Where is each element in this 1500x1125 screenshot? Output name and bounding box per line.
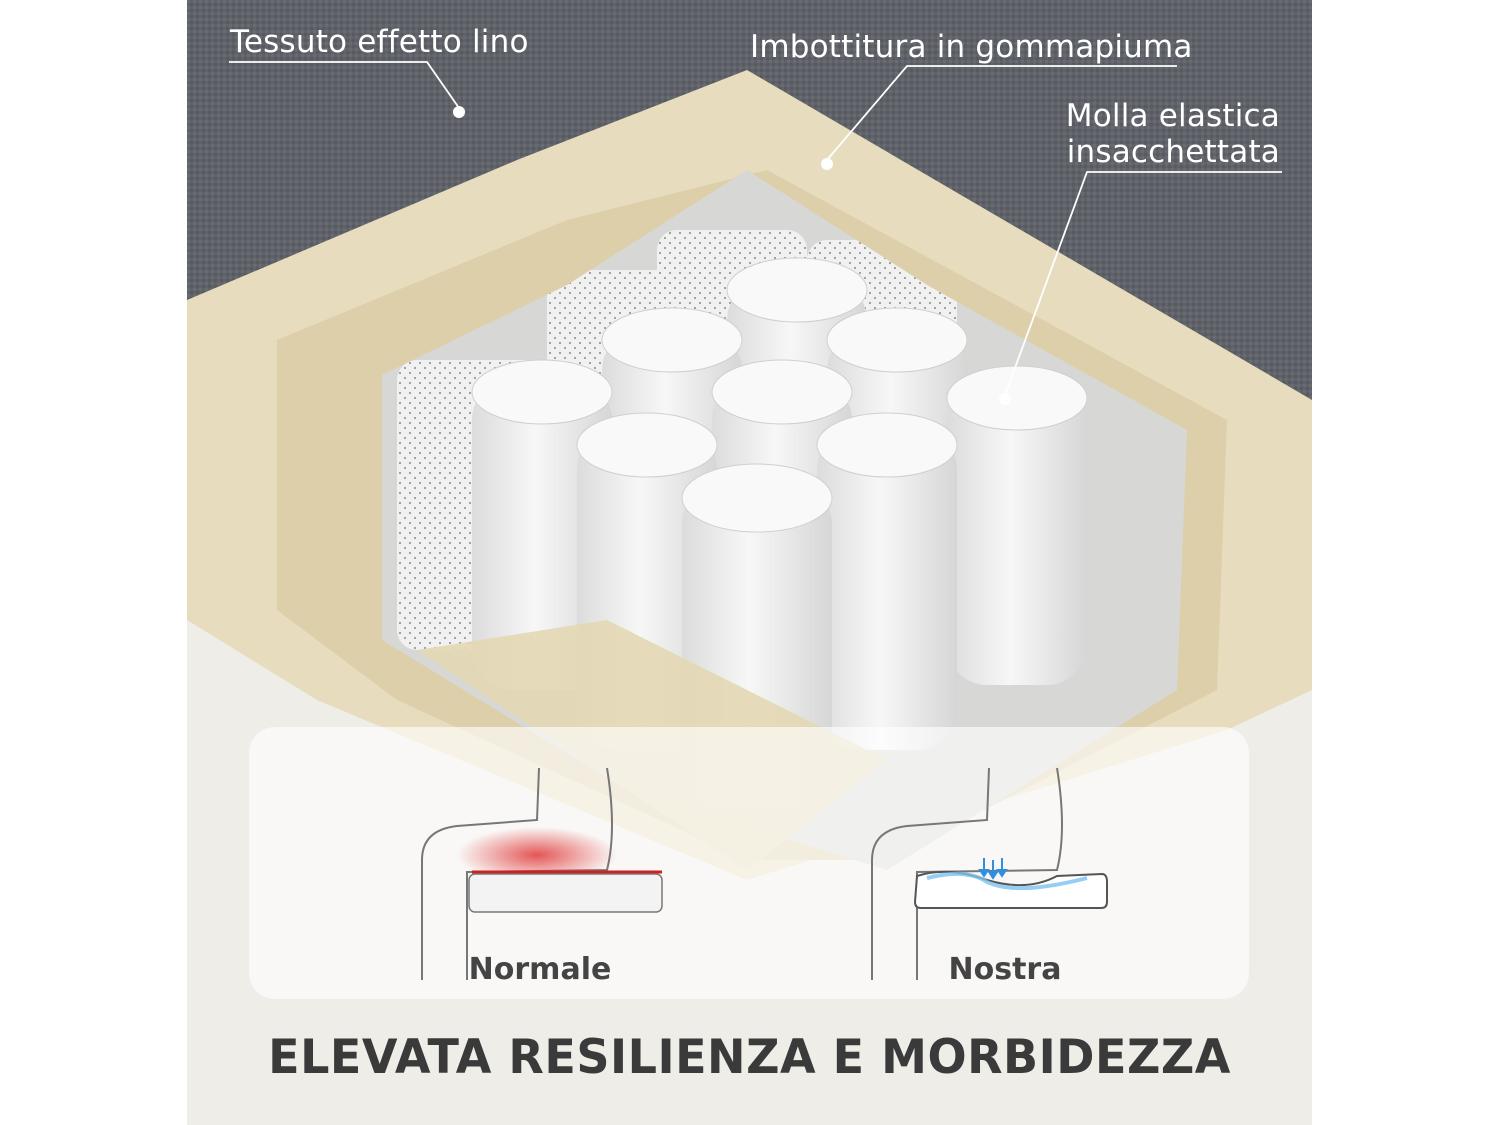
spring-callout-line2: insacchettata (1066, 134, 1280, 170)
product-illustration: Tessuto effetto lino Imbottitura in gomm… (187, 0, 1312, 1125)
headline: ELEVATA RESILIENZA E MORBIDEZZA (268, 1030, 1231, 1085)
callout-leaders (229, 61, 1282, 405)
support-arrows-icon (978, 858, 1008, 880)
foam-callout-label: Imbottitura in gommapiuma (750, 29, 1193, 65)
spring-callout-label: Molla elastica insacchettata (1066, 98, 1280, 170)
ours-comparison-diagram (871, 767, 1108, 980)
pocket-springs (397, 230, 1088, 810)
normal-mattress-block (468, 873, 663, 913)
comparison-panel (249, 727, 1249, 999)
spring (816, 412, 958, 750)
normal-label: Normale (468, 952, 612, 987)
fabric-callout-label: Tessuto effetto lino (230, 24, 529, 60)
mattress-cutaway-graphic (187, 0, 1312, 1125)
ours-label: Nostra (948, 952, 1062, 987)
pressure-point-icon (457, 827, 617, 883)
spring-callout-line1: Molla elastica (1065, 98, 1280, 134)
spring (946, 365, 1088, 685)
normal-comparison-diagram (421, 767, 663, 980)
